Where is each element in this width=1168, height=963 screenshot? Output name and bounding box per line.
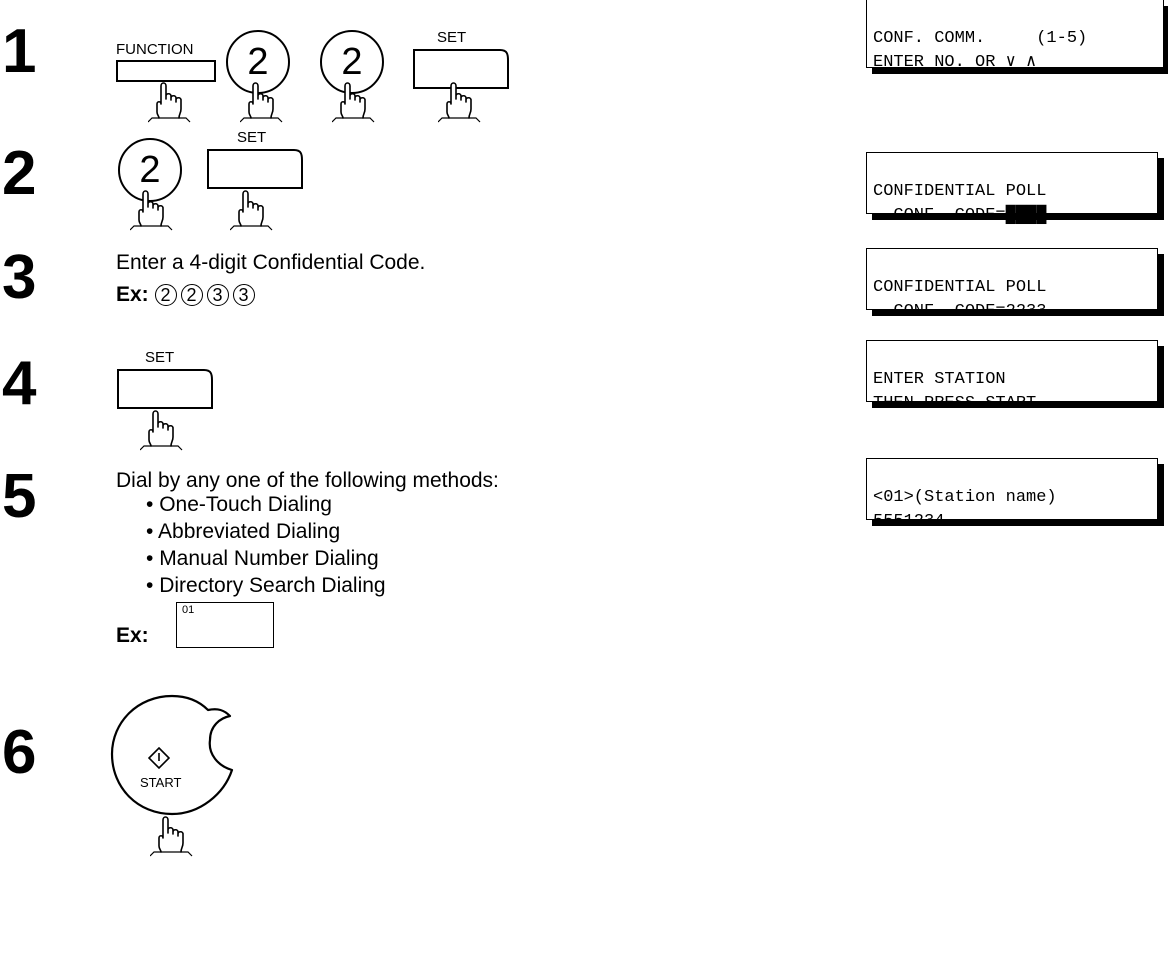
one-touch-key[interactable]: 01 xyxy=(176,602,274,648)
start-diamond-icon xyxy=(148,747,170,769)
step-5-instruction: Dial by any one of the following methods… xyxy=(116,469,499,492)
lcd-line-1: CONFIDENTIAL POLL xyxy=(873,182,1047,201)
lcd-line-1: CONFIDENTIAL POLL xyxy=(873,278,1047,297)
step-number-5: 5 xyxy=(2,462,37,531)
step-number-4: 4 xyxy=(2,349,37,418)
start-key-body[interactable] xyxy=(108,694,240,818)
digit-2-label: 2 xyxy=(139,148,161,191)
lcd-line-1: <01>(Station name) xyxy=(873,488,1057,507)
pressing-hand-icon xyxy=(332,82,375,123)
lcd-line-2: 5551234 xyxy=(873,512,945,531)
lcd-line-1: ENTER STATION xyxy=(873,370,1006,389)
set-key-label: SET xyxy=(437,29,467,46)
set-key-body[interactable] xyxy=(412,48,510,92)
digit-2-label: 2 xyxy=(341,40,363,83)
digit-2-label: 2 xyxy=(247,40,269,83)
step-number-2: 2 xyxy=(2,139,37,208)
pressing-hand-icon xyxy=(230,190,273,231)
set-key-label: SET xyxy=(145,349,175,366)
method-item: • Abbreviated Dialing xyxy=(146,520,341,543)
pressing-hand-icon xyxy=(438,82,481,123)
lcd-line-2: CONF. CODE=████ xyxy=(873,206,1047,225)
lcd-line-2: CONF. CODE=2233 xyxy=(873,302,1047,321)
step-number-6: 6 xyxy=(2,718,37,787)
pressing-hand-icon xyxy=(240,82,283,123)
step-3-instruction: Enter a 4-digit Confidential Code. xyxy=(116,251,426,274)
step-number-1: 1 xyxy=(2,17,37,86)
lcd-display-step5: <01>(Station name) 5551234 xyxy=(866,458,1158,531)
method-item: • One-Touch Dialing xyxy=(146,493,332,516)
example-digit: 2 xyxy=(154,284,177,307)
digit-2-key[interactable]: 2 xyxy=(118,138,182,202)
step-number-3: 3 xyxy=(2,243,37,312)
lcd-line-1: CONF. COMM. (1-5) xyxy=(873,29,1088,48)
lcd-display-step4: ENTER STATION THEN PRESS START xyxy=(866,340,1158,413)
lcd-display-step2: CONFIDENTIAL POLL CONF. CODE=████ xyxy=(866,152,1158,225)
lcd-line-2: THEN PRESS START xyxy=(873,394,1037,413)
pressing-hand-icon xyxy=(148,82,191,123)
method-item: • Manual Number Dialing xyxy=(146,547,379,570)
function-key-label: FUNCTION xyxy=(116,41,194,58)
example-label: Ex: xyxy=(116,283,149,306)
function-key-body[interactable] xyxy=(116,60,216,82)
lcd-display-step1: CONF. COMM. (1-5) ENTER NO. OR ∨ ∧ xyxy=(866,0,1164,72)
lcd-display-step3: CONFIDENTIAL POLL CONF. CODE=2233 xyxy=(866,248,1158,321)
pressing-hand-icon xyxy=(150,816,193,857)
set-key-body[interactable] xyxy=(116,368,214,412)
example-digit: 3 xyxy=(206,284,229,307)
start-key-label: START xyxy=(140,775,182,790)
lcd-line-2: ENTER NO. OR ∨ ∧ xyxy=(873,53,1037,72)
example-digit: 3 xyxy=(232,284,255,307)
pressing-hand-icon xyxy=(130,190,173,231)
set-key-label: SET xyxy=(237,129,267,146)
method-item: • Directory Search Dialing xyxy=(146,574,386,597)
example-digit: 2 xyxy=(180,284,203,307)
pressing-hand-icon xyxy=(140,410,183,451)
set-key-body[interactable] xyxy=(206,148,304,192)
example-label: Ex: xyxy=(116,624,149,647)
one-touch-key-label: 01 xyxy=(182,604,195,616)
digit-2-key[interactable]: 2 xyxy=(320,30,384,94)
